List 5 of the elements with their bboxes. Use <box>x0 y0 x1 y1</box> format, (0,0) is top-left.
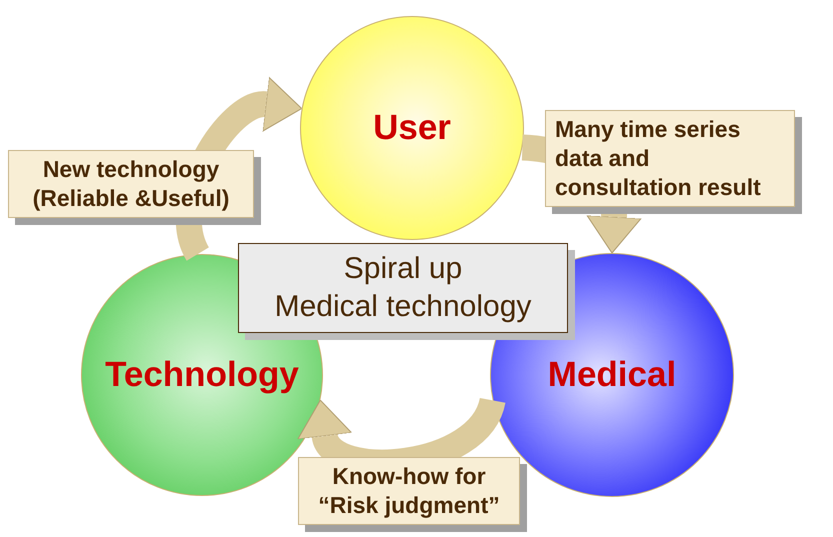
node-label: Medical <box>548 355 676 395</box>
node-label: Technology <box>105 355 299 395</box>
title-text: Medical technology <box>274 289 532 325</box>
node-label: User <box>373 108 451 148</box>
title-text: Spiral up <box>344 251 462 287</box>
